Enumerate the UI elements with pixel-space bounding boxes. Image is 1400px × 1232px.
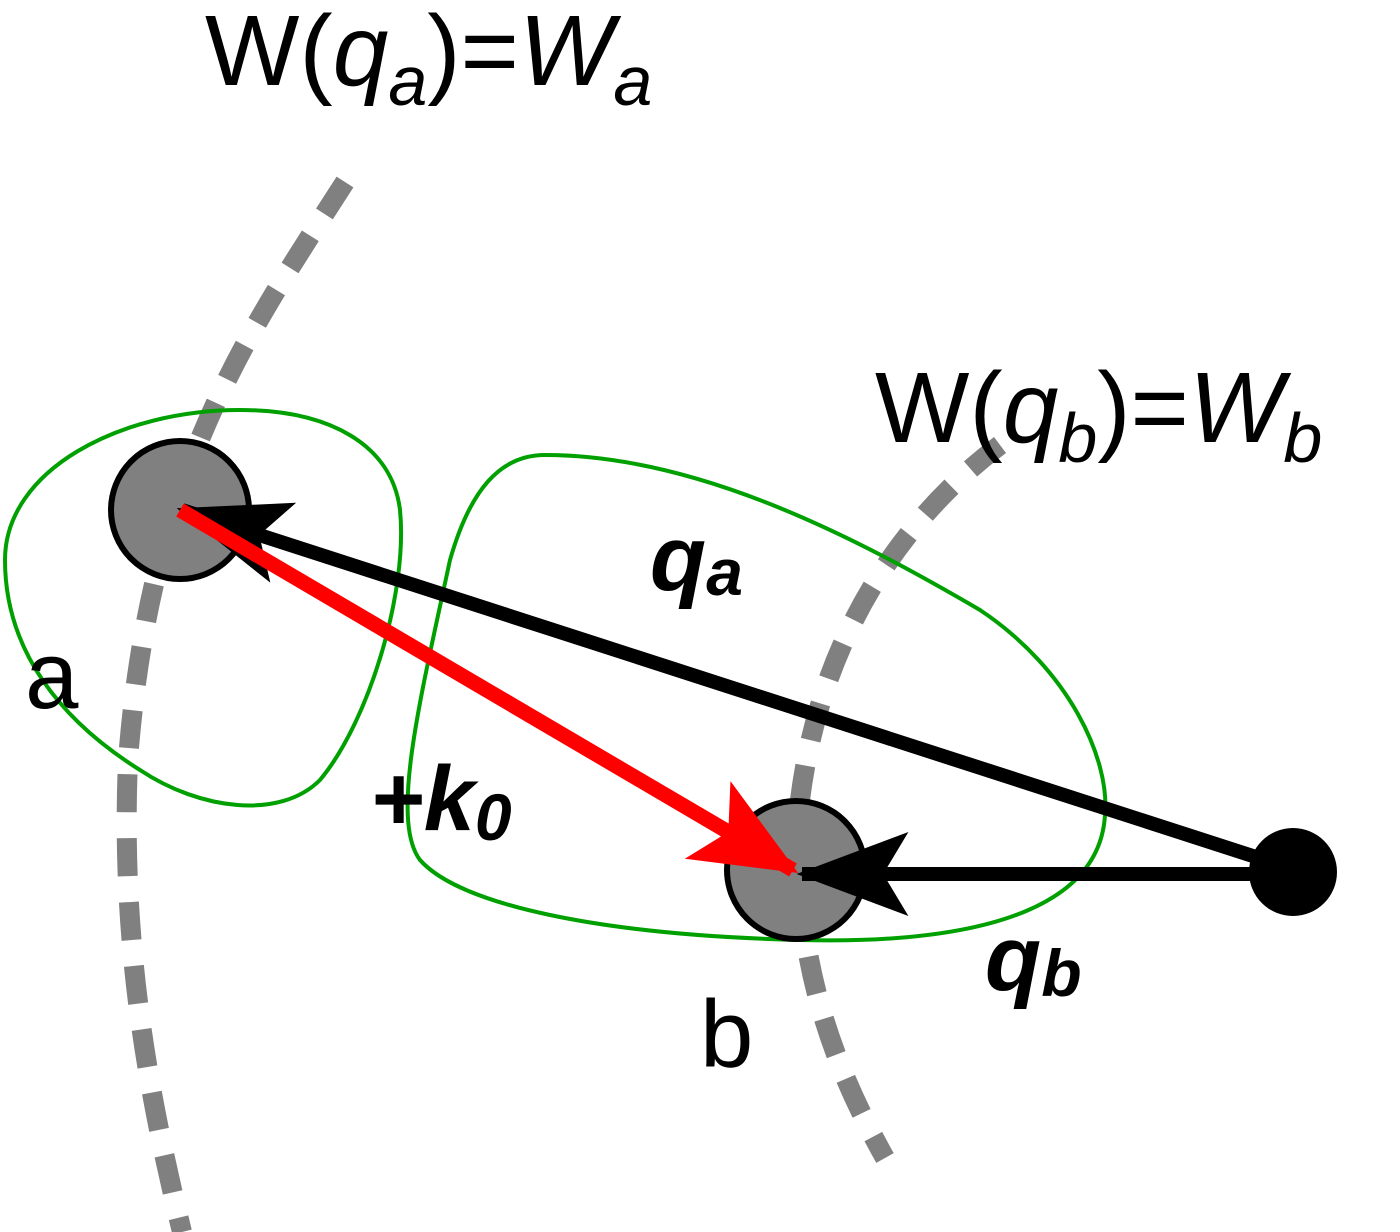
contour-b-equation-label: W(qb)=Wb bbox=[875, 352, 1322, 477]
vector-k0-label: +k0 bbox=[370, 748, 512, 854]
vector-qb-label: qb bbox=[985, 908, 1082, 1010]
contour-a-dashed-curve bbox=[116, 176, 354, 1232]
point-b-label: b bbox=[700, 981, 753, 1088]
vector-k0-arrow bbox=[176, 503, 799, 877]
region-a-outline bbox=[2, 407, 404, 808]
contour-b-dashed-curve bbox=[788, 437, 1007, 1163]
origin-point bbox=[1249, 828, 1337, 916]
vector-qa-arrow bbox=[176, 502, 1293, 875]
point-a-label: a bbox=[25, 622, 79, 729]
contour-a-equation-label: W(qa)=Wa bbox=[205, 0, 652, 120]
vector-qa-label: qa bbox=[650, 508, 743, 610]
